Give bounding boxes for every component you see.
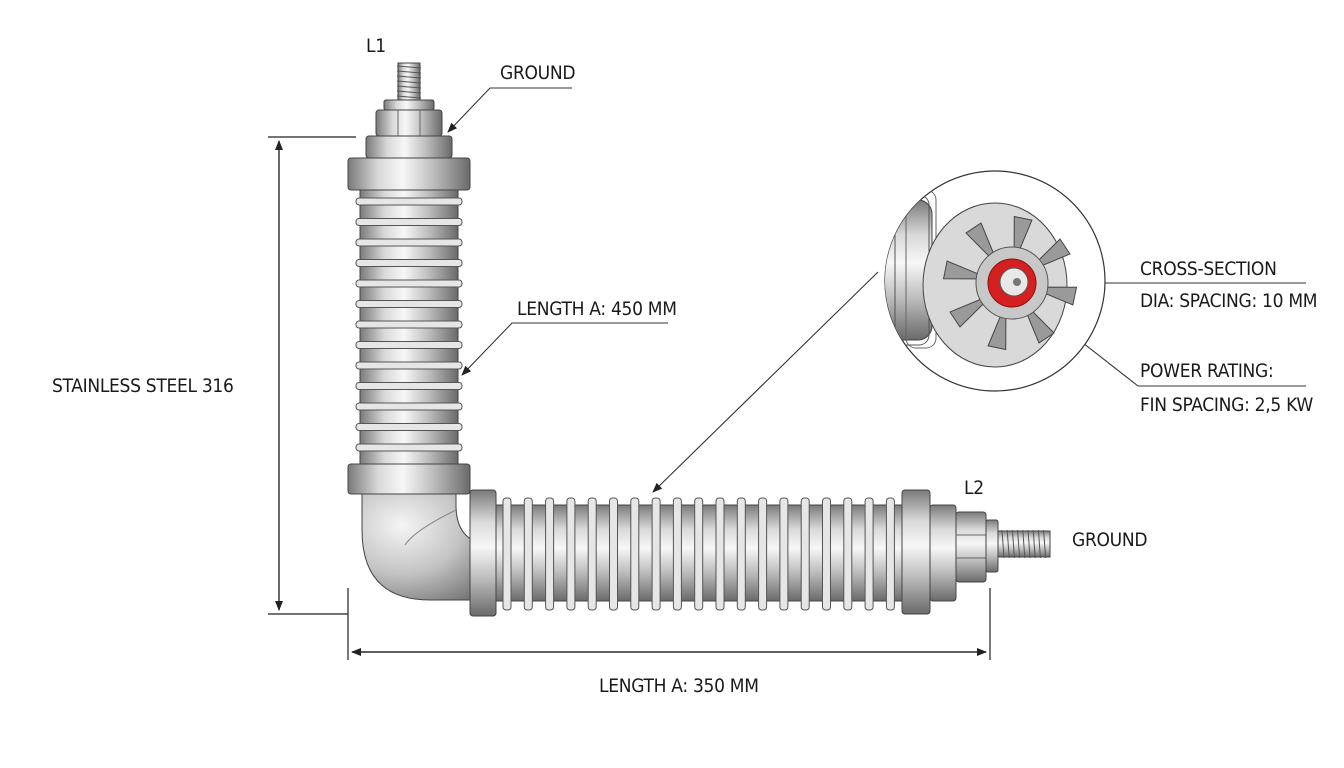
thread: [396, 90, 422, 94]
stud-threads-right: [1001, 529, 1047, 559]
label-cross-section: CROSS-SECTION: [1140, 258, 1277, 280]
thread: [1022, 529, 1026, 559]
flange-top: [347, 157, 471, 191]
thread: [396, 95, 422, 99]
fin: [843, 497, 853, 611]
fin: [822, 497, 831, 611]
fin: [355, 341, 463, 349]
flange-vertical-bottom: [347, 463, 471, 495]
thread: [1027, 529, 1031, 559]
fin: [355, 423, 463, 431]
thread: [396, 85, 422, 89]
thread: [1001, 529, 1005, 559]
thread: [396, 70, 422, 74]
fin: [355, 197, 463, 206]
fin: [545, 497, 555, 611]
thread: [1043, 529, 1047, 559]
fin: [694, 497, 704, 611]
hex-nut-right: [955, 511, 987, 583]
thread: [396, 65, 422, 69]
fin: [355, 300, 463, 308]
label-ground-top: GROUND: [500, 62, 575, 84]
dimension-horizontal: [347, 588, 991, 660]
fin: [630, 497, 640, 611]
vertical-heater-leg: [347, 62, 471, 495]
flange-horizontal-right: [901, 489, 931, 615]
label-dia-spacing: DIA: SPACING: 10 MM: [1140, 290, 1317, 312]
thread: [1032, 529, 1036, 559]
thread: [1017, 529, 1021, 559]
fin: [672, 497, 682, 611]
fin: [523, 497, 533, 611]
washer-top: [383, 99, 435, 111]
fin: [502, 497, 512, 611]
fin: [355, 320, 463, 329]
washer-right: [985, 519, 999, 573]
fin: [800, 497, 810, 611]
fin: [355, 443, 463, 452]
thread: [1037, 529, 1041, 559]
fin: [566, 497, 576, 611]
fin: [355, 218, 463, 226]
fin: [355, 259, 463, 267]
label-l2: L2: [964, 477, 984, 499]
fin: [779, 497, 789, 611]
vertical-fins: [355, 197, 463, 452]
thread: [1011, 529, 1015, 559]
fin: [355, 279, 463, 288]
fin: [651, 497, 661, 611]
fin: [587, 497, 597, 611]
collar-right: [929, 504, 957, 602]
horizontal-heater-leg: [469, 489, 1051, 617]
fin: [736, 497, 746, 611]
label-fin-spacing: FIN SPACING: 2,5 KW: [1140, 394, 1313, 416]
label-length-vertical: LENGTH A: 450 MM: [517, 298, 677, 320]
label-l1: L1: [366, 35, 386, 57]
label-ground-right: GROUND: [1072, 529, 1147, 551]
horizontal-fins: [502, 497, 895, 611]
fin: [715, 497, 725, 611]
label-length-horizontal: LENGTH A: 350 MM: [599, 675, 759, 697]
fin: [355, 382, 463, 390]
thread: [396, 80, 422, 84]
dimension-vertical: [268, 136, 356, 615]
hex-nut-top: [375, 109, 443, 137]
cross-section-detail: [884, 170, 1106, 392]
label-power-rating: POWER RATING:: [1140, 360, 1273, 382]
threaded-stud-top: [397, 62, 421, 106]
fin: [355, 402, 463, 411]
fin: [758, 497, 768, 611]
elbow-bend: [361, 493, 496, 601]
fin: [355, 238, 463, 247]
flange-horizontal-left: [469, 489, 497, 617]
thread: [1006, 529, 1010, 559]
thread: [396, 75, 422, 79]
label-material: STAINLESS STEEL 316: [52, 375, 234, 397]
fin: [864, 497, 874, 611]
fin: [355, 361, 463, 370]
fin: [609, 497, 618, 611]
collar-top: [365, 135, 453, 159]
fin: [885, 497, 895, 611]
